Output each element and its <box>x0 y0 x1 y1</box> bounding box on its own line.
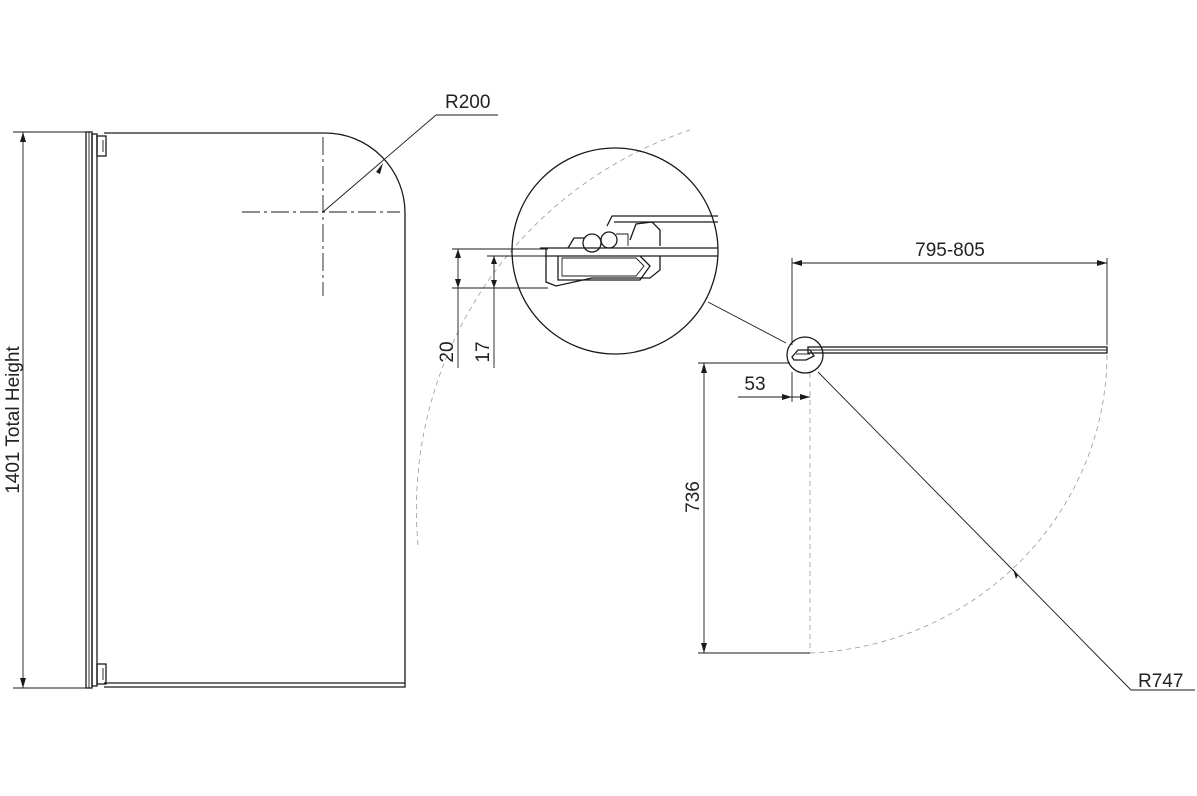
dim-20-label: 20 <box>437 341 458 362</box>
hinge-detail-circle <box>786 336 824 374</box>
swing-arc <box>809 354 1108 654</box>
detail-circle <box>511 147 719 355</box>
detail-view: 20 17 <box>416 129 787 546</box>
r747-label: R747 <box>1138 671 1183 692</box>
r747-leader: R747 <box>817 371 1195 692</box>
profile-detail <box>540 215 718 287</box>
offset-label: 53 <box>744 374 765 395</box>
r200-label: R200 <box>445 92 490 113</box>
depth-dimension: 736 <box>683 362 810 654</box>
front-elevation: 1401 Total Height R200 <box>3 92 498 689</box>
depth-label: 736 <box>683 481 704 513</box>
radius-centerlines <box>242 137 400 296</box>
wall-profile <box>85 131 107 689</box>
r200-leader: R200 <box>322 92 498 213</box>
dim-17-label: 17 <box>473 341 494 362</box>
plan-glass-panel <box>807 346 1108 354</box>
total-height-dimension: 1401 Total Height <box>3 131 90 689</box>
total-height-label: 1401 Total Height <box>3 346 24 494</box>
width-dimension: 795-805 <box>791 240 1108 345</box>
detail-dimensions: 20 17 <box>437 248 548 368</box>
width-label: 795-805 <box>915 240 985 261</box>
glass-panel <box>104 132 406 688</box>
offset-dimension: 53 <box>738 372 810 402</box>
plan-view: 795-805 53 736 <box>683 240 1195 692</box>
